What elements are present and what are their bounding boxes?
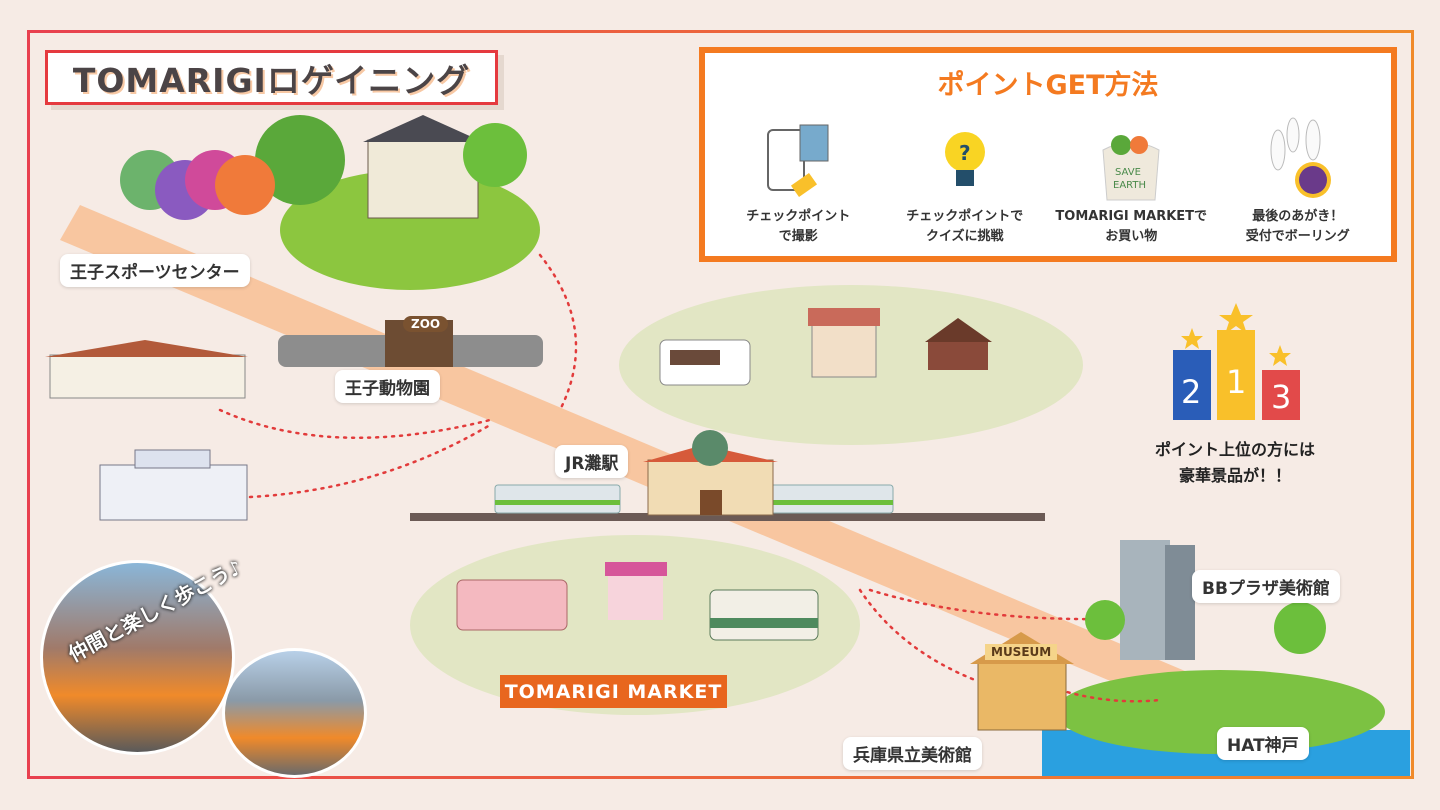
- ranking-text: ポイント上位の方には豪華景品が！！: [1120, 437, 1350, 488]
- museum-building-left: [99, 449, 248, 521]
- railway: [410, 513, 1045, 521]
- train-left: [494, 484, 621, 514]
- location-label-museum[interactable]: 兵庫県立美術館: [843, 737, 982, 770]
- method-label: お買い物: [1105, 229, 1158, 245]
- method-photo: チェックポイントで撮影: [718, 112, 878, 247]
- smartphone-photo-icon: [718, 112, 878, 207]
- podium-second: 2: [1181, 373, 1202, 411]
- method-label: チェックポイントで: [906, 209, 1024, 224]
- lightbulb-icon: ?: [885, 112, 1045, 207]
- tomarigi-market-sign: TOMARIGI MARKET: [500, 675, 727, 708]
- method-bowling: 最後のあがき！ 受付でボーリング: [1218, 112, 1378, 247]
- shopping-bag-icon: SAVE EARTH: [1051, 112, 1211, 207]
- how-to-get-points-panel: ポイントGET方法 チェックポイントで撮影 ? チェックポイントでクイズに挑戦 …: [699, 47, 1397, 262]
- group-photo: [40, 560, 235, 755]
- candy-stall: [605, 562, 667, 620]
- ice-cream-truck: [456, 579, 568, 631]
- method-label: 最後のあがき！: [1252, 209, 1344, 224]
- zoo-sign: ZOO: [403, 316, 449, 332]
- tree: [463, 123, 527, 187]
- method-label: TOMARIGI MARKETで: [1055, 209, 1208, 224]
- location-label-bb-plaza[interactable]: BBプラザ美術館: [1192, 570, 1340, 603]
- bowling-icon: [1218, 112, 1378, 207]
- location-label-hat-kobe[interactable]: HAT神戸: [1217, 727, 1309, 760]
- food-truck: [659, 339, 751, 386]
- location-label-sports-center[interactable]: 王子スポーツセンター: [60, 254, 250, 287]
- method-label: チェックポイント: [746, 209, 851, 224]
- bag-text: EARTH: [1113, 180, 1146, 191]
- bag-text: SAVE: [1115, 167, 1141, 178]
- method-label: 受付でボーリング: [1245, 229, 1350, 245]
- location-label-station[interactable]: JR灘駅: [555, 445, 629, 478]
- ranking-line: ポイント上位の方には: [1154, 440, 1315, 459]
- page-title: TOMARIGIロゲイニング: [45, 50, 498, 105]
- zoo-gate: [278, 320, 543, 367]
- food-stall: [925, 318, 992, 370]
- method-label: で撮影: [778, 229, 818, 245]
- bb-plaza-tower: [1120, 540, 1195, 660]
- method-quiz: ? チェックポイントでクイズに挑戦: [885, 112, 1045, 247]
- method-label: クイズに挑戦: [925, 229, 1004, 245]
- podium: [1173, 303, 1300, 420]
- city-hall-building: [45, 340, 248, 399]
- method-market: SAVE EARTH TOMARIGI MARKETでお買い物: [1051, 112, 1211, 247]
- pizza-truck: [709, 589, 819, 641]
- location-label-zoo[interactable]: 王子動物園: [335, 370, 440, 403]
- svg-text:?: ?: [959, 141, 971, 165]
- train-right: [764, 484, 894, 514]
- tree: [1274, 602, 1326, 654]
- mansion: [363, 115, 483, 219]
- how-to-heading: ポイントGET方法: [937, 70, 1159, 101]
- podium-third: 3: [1271, 378, 1292, 416]
- food-stall: [808, 308, 880, 378]
- walking-photo: [222, 648, 367, 778]
- sports-center-silhouettes: [120, 150, 275, 220]
- museum-sign: MUSEUM: [985, 644, 1058, 660]
- podium-first: 1: [1226, 363, 1247, 401]
- tree: [1085, 600, 1125, 640]
- tree: [255, 115, 345, 205]
- ranking-line: 豪華景品が！！: [1178, 465, 1291, 485]
- station-building: [643, 430, 778, 516]
